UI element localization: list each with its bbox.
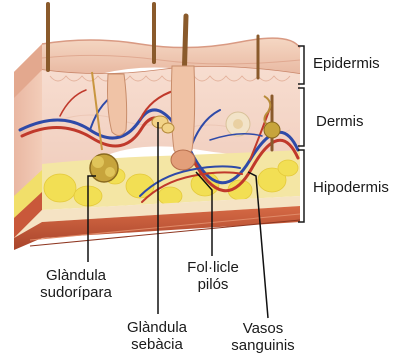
label-dermis: Dermis (316, 113, 364, 130)
label-hair-follicle: Fol·licle pilós (166, 259, 260, 293)
label-sweat-gland-line2: sudorípara (20, 284, 132, 301)
label-blood-vessels-line2: sanguinis (218, 337, 308, 354)
label-epidermis: Epidermis (313, 55, 380, 72)
label-blood-vessels-line1: Vasos (218, 320, 308, 337)
label-hair-follicle-line1: Fol·licle (166, 259, 260, 276)
label-sebaceous-gland-line2: sebàcia (106, 336, 208, 353)
label-sweat-gland: Glàndula sudorípara (20, 267, 132, 301)
label-sebaceous-gland: Glàndula sebàcia (106, 319, 208, 353)
label-hypodermis: Hipodermis (313, 179, 389, 196)
block-left-face (14, 44, 42, 238)
label-sweat-gland-line1: Glàndula (20, 267, 132, 284)
label-hair-follicle-line2: pilós (166, 276, 260, 293)
label-sebaceous-gland-line1: Glàndula (106, 319, 208, 336)
label-blood-vessels: Vasos sanguinis (218, 320, 308, 354)
